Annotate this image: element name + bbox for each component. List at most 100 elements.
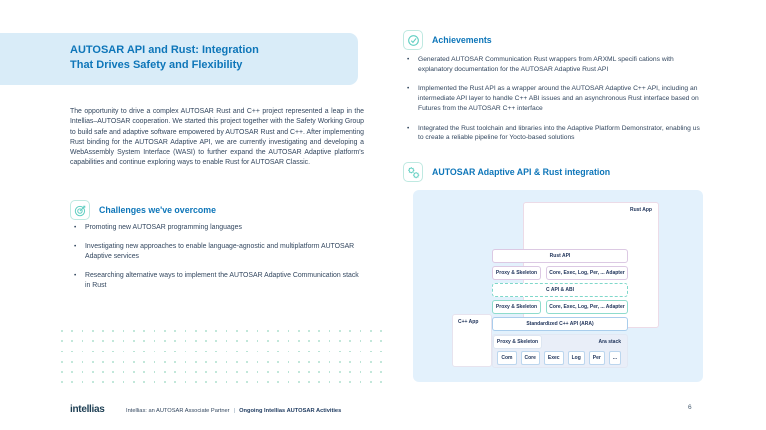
dot (328, 340, 331, 342)
diagram-box-proxy-skeleton-ara: Proxy & Skeleton (493, 335, 542, 349)
dot (184, 371, 187, 373)
dot-grid (61, 330, 391, 392)
dot (287, 371, 290, 373)
dot (174, 360, 176, 363)
dot (71, 371, 73, 373)
dot (163, 381, 166, 384)
dot (194, 340, 197, 342)
dot (256, 381, 259, 384)
dot (184, 330, 187, 332)
dot (122, 340, 125, 342)
dot (318, 350, 321, 353)
dot (339, 381, 341, 384)
dot (163, 360, 166, 363)
gears-icon (403, 162, 423, 182)
dot (339, 371, 341, 373)
dot (369, 340, 372, 342)
dot (369, 330, 372, 332)
diagram-box-c-api-abi: C API & ABI (492, 283, 628, 297)
module-box: Per (588, 351, 605, 365)
dot (359, 381, 362, 384)
dot (266, 360, 269, 363)
dot (349, 360, 351, 363)
dot (194, 371, 197, 373)
dot (246, 340, 249, 342)
dot (184, 381, 187, 384)
dot (143, 340, 146, 342)
dot (205, 330, 207, 332)
challenges-heading: Challenges we've overcome (99, 205, 216, 215)
cpp-app-label: C++ App (458, 319, 479, 325)
dot (153, 350, 156, 353)
dot (328, 371, 331, 373)
dot (359, 360, 362, 363)
dot (91, 340, 94, 342)
dot (61, 371, 63, 373)
dot (71, 360, 73, 363)
dot (174, 371, 176, 373)
dot (153, 371, 156, 373)
dot (380, 360, 382, 363)
module-box: Log (567, 351, 585, 365)
achievements-heading: Achievements (432, 35, 492, 45)
dot (380, 371, 382, 373)
dot (91, 330, 94, 332)
architecture-diagram: Rust App C++ App Rust API Proxy & Skelet… (413, 190, 703, 382)
dot (266, 381, 269, 384)
dot (102, 371, 104, 373)
dot (349, 350, 351, 353)
dot (122, 371, 125, 373)
diagram-box-adapter-c: Core, Exec, Log, Per, ... Adapter (546, 300, 628, 314)
dot (308, 350, 310, 353)
dot (266, 371, 269, 373)
dot (205, 381, 207, 384)
dot (194, 381, 197, 384)
diagram-box-proxy-skeleton-c: Proxy & Skeleton (492, 300, 541, 314)
challenges-list: Promoting new AUTOSAR programming langua… (72, 223, 364, 300)
dot (328, 381, 331, 384)
page-number: 6 (688, 404, 692, 411)
challenges-bullet: Researching alternative ways to implemen… (72, 271, 364, 291)
dot (122, 330, 125, 332)
dot (339, 330, 341, 332)
footer-partner-text: Intellias: an AUTOSAR Associate Partner (126, 408, 230, 414)
dot (184, 350, 187, 353)
dot (91, 381, 94, 384)
title-banner: AUTOSAR API and Rust: Integration That D… (0, 33, 358, 85)
dot (287, 360, 290, 363)
dot (215, 371, 218, 373)
footer-text: Intellias: an AUTOSAR Associate Partner|… (126, 408, 341, 414)
achievements-list: Generated AUTOSAR Communication Rust wra… (405, 55, 705, 153)
dot (339, 340, 341, 342)
dot (297, 350, 300, 353)
achievements-bullet: Integrated the Rust toolchain and librar… (405, 124, 705, 143)
dot (163, 340, 166, 342)
footer-activities-text: Ongoing Intellias AUTOSAR Activities (239, 408, 342, 414)
diagram-header: AUTOSAR Adaptive API & Rust integration (403, 162, 610, 182)
dot (369, 360, 372, 363)
dot (215, 330, 218, 332)
page-title-line2: That Drives Safety and Flexibility (70, 58, 243, 71)
dot (133, 330, 135, 332)
dot (215, 350, 218, 353)
dot (256, 360, 259, 363)
check-circle-icon (403, 30, 423, 50)
dot (318, 381, 321, 384)
dot (308, 381, 310, 384)
dot (81, 371, 84, 373)
dot (328, 330, 331, 332)
dot (225, 330, 228, 332)
module-box: Exec (543, 351, 564, 365)
dot (112, 381, 115, 384)
dot (380, 340, 382, 342)
diagram-heading: AUTOSAR Adaptive API & Rust integration (432, 167, 611, 177)
dot (380, 330, 382, 332)
dot (194, 360, 197, 363)
dot (328, 350, 331, 353)
dot (328, 360, 331, 363)
page-title-line1: AUTOSAR API and Rust: Integration (70, 44, 259, 56)
dot (287, 340, 290, 342)
dot (102, 381, 104, 384)
dot (236, 360, 238, 363)
dot (205, 350, 207, 353)
